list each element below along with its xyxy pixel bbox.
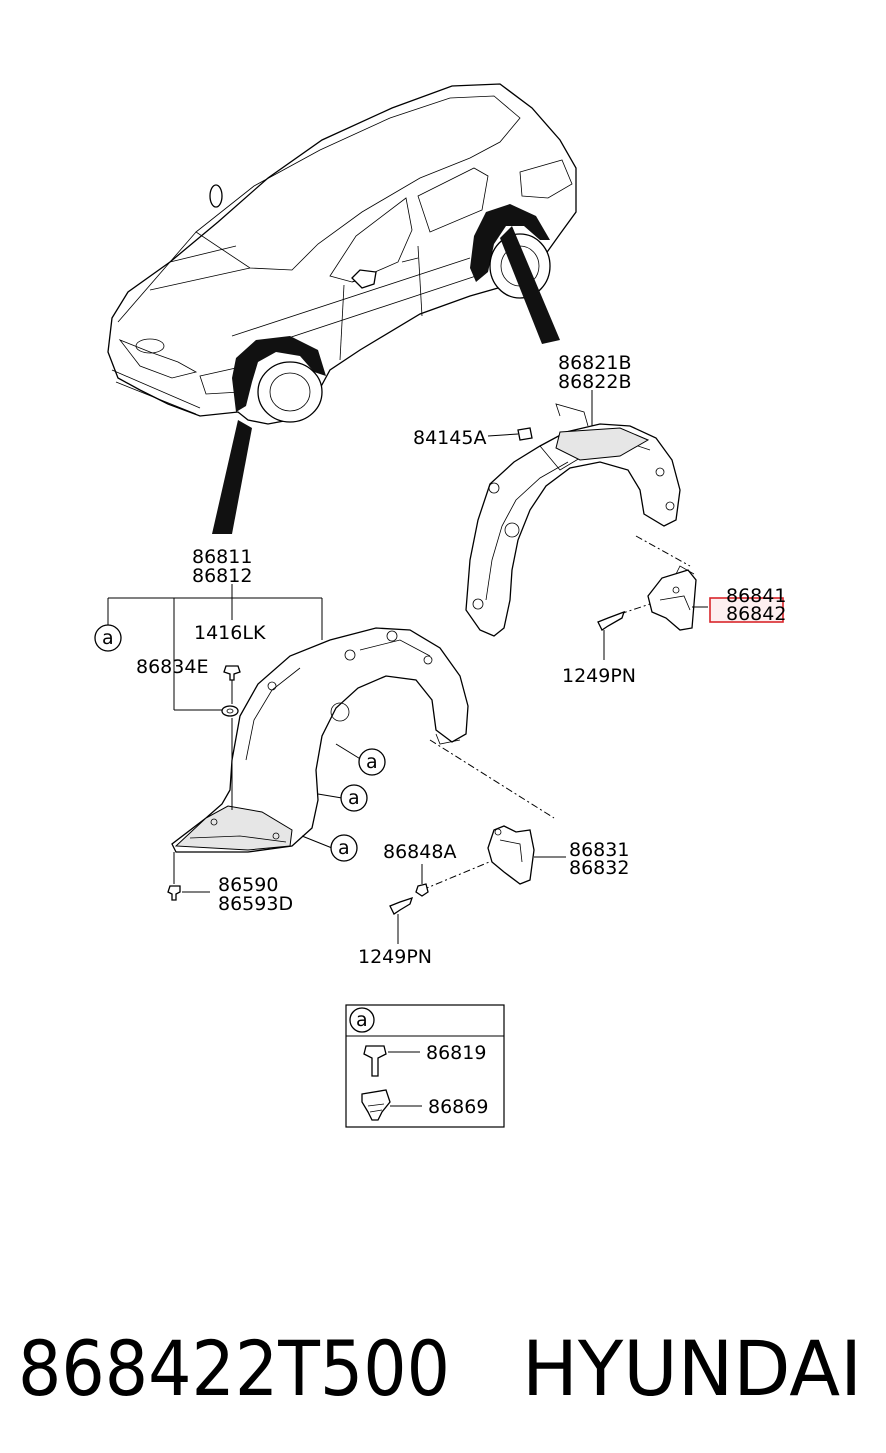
label-front-guard-a: 86831 — [569, 839, 629, 861]
label-washer: 86834E — [136, 656, 208, 678]
ref-a-2: a — [348, 787, 360, 809]
label-mudguard-clip: 86848A — [383, 841, 456, 863]
legend-box — [345, 1004, 505, 1128]
bolt-1416lk — [223, 665, 241, 681]
label-rear-screw: 1249PN — [562, 665, 636, 687]
label-nut: 84145A — [413, 427, 486, 449]
footer-part-number: 868422T500 — [18, 1324, 450, 1413]
label-front-screw: 1249PN — [358, 946, 432, 968]
front-mud-guard — [487, 825, 566, 885]
label-front-liner-b: 86812 — [192, 565, 252, 587]
label-front-fastener-b: 86593D — [218, 893, 293, 915]
clip-callouts — [94, 624, 386, 862]
label-rear-guard-a: 86841 — [726, 585, 786, 607]
legend-item-86819: 86819 — [426, 1042, 486, 1064]
nut-84145a — [487, 427, 533, 441]
clip-86848a — [415, 864, 429, 897]
highlight-box — [709, 597, 784, 623]
legend-item-86869: 86869 — [428, 1096, 488, 1118]
car-illustration — [107, 83, 577, 534]
ref-a-3: a — [338, 837, 350, 859]
rear-screw — [597, 610, 626, 660]
label-front-guard-b: 86832 — [569, 857, 629, 879]
label-rear-liner-b: 86822B — [558, 371, 631, 393]
ref-a-1: a — [366, 751, 378, 773]
label-bolt: 1416LK — [194, 622, 266, 644]
washer-86834e — [221, 705, 239, 717]
label-front-liner-a: 86811 — [192, 546, 252, 568]
front-bracket — [107, 584, 323, 884]
label-rear-guard-b: 86842 — [726, 603, 786, 625]
fastener-86590 — [167, 885, 210, 901]
label-rear-liner-a: 86821B — [558, 352, 631, 374]
ref-a-front: a — [102, 627, 114, 649]
footer-brand: HYUNDAI — [522, 1324, 862, 1413]
rear-mud-guard — [647, 565, 708, 631]
ref-circle-front — [94, 624, 122, 652]
clip-86819-icon — [363, 1045, 387, 1077]
legend-ref: a — [356, 1009, 368, 1031]
front-wheel-liner — [171, 627, 469, 853]
front-screw — [389, 896, 414, 944]
labels: 86821B 86822B 84145A 86841 86842 1249PN … — [102, 352, 786, 1118]
rear-wheel-liner — [465, 403, 681, 637]
label-front-fastener-a: 86590 — [218, 874, 278, 896]
